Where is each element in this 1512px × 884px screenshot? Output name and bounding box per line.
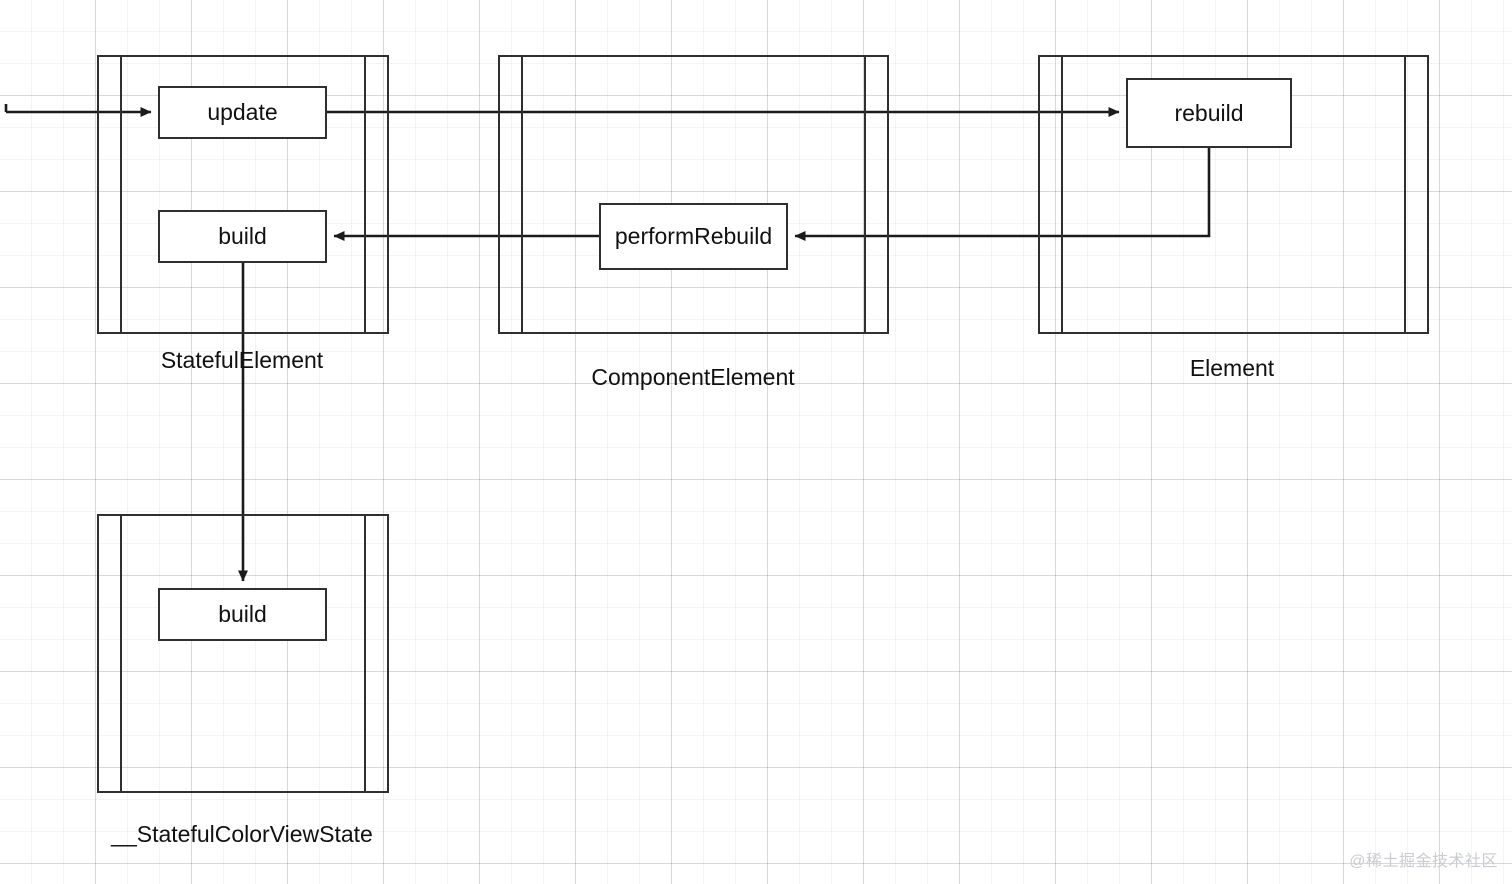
node-update[interactable]: update bbox=[158, 86, 327, 139]
caption-element: Element bbox=[1189, 355, 1275, 381]
container-rail-left bbox=[1061, 55, 1063, 334]
container-element bbox=[1038, 55, 1429, 334]
container-component-element bbox=[498, 55, 889, 334]
watermark: @稀土掘金技术社区 bbox=[1349, 853, 1498, 870]
container-rail-right bbox=[864, 55, 866, 334]
container-rail-left bbox=[120, 514, 122, 793]
container-rail-right bbox=[364, 55, 366, 334]
caption-component-element: ComponentElement bbox=[591, 364, 795, 390]
container-rail-left bbox=[120, 55, 122, 334]
caption-stateful-element: StatefulElement bbox=[160, 347, 324, 373]
node-perform-rebuild[interactable]: performRebuild bbox=[599, 203, 788, 270]
container-stateful-color-view-state bbox=[97, 514, 389, 793]
container-stateful-element bbox=[97, 55, 389, 334]
node-build-stateful-element[interactable]: build bbox=[158, 210, 327, 263]
node-rebuild[interactable]: rebuild bbox=[1126, 78, 1292, 148]
container-rail-right bbox=[1404, 55, 1406, 334]
container-rail-left bbox=[521, 55, 523, 334]
caption-stateful-color-view-state: __StatefulColorViewState bbox=[111, 821, 373, 847]
node-build-state[interactable]: build bbox=[158, 588, 327, 641]
container-rail-right bbox=[364, 514, 366, 793]
